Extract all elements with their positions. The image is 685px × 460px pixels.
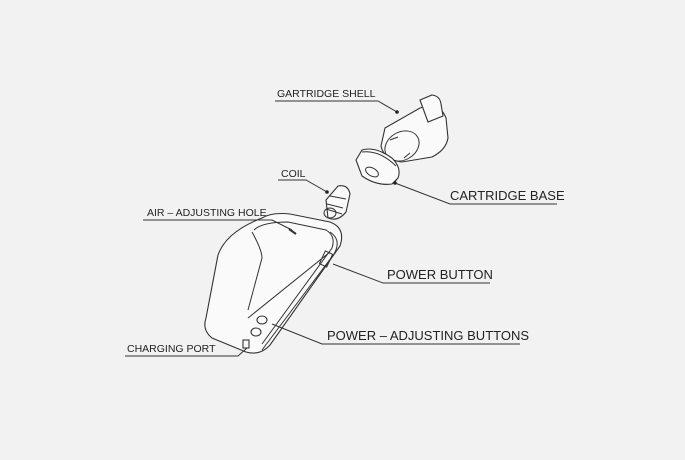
- power-adjust-button-down: [250, 327, 262, 337]
- label-coil: COIL: [281, 168, 306, 180]
- cartridge-base: [355, 148, 400, 185]
- charging-port: [242, 339, 250, 349]
- power-adjust-button-up: [256, 315, 268, 325]
- label-cartridge-base: CARTRIDGE BASE: [450, 188, 565, 203]
- label-power-adjusting-buttons: POWER – ADJUSTING BUTTONS: [327, 328, 529, 343]
- coil: [323, 185, 351, 220]
- label-charging-port: CHARGING PORT: [127, 343, 216, 355]
- label-power-button: POWER BUTTON: [387, 267, 493, 282]
- air-hole: [288, 228, 297, 235]
- label-air-adjusting-hole: AIR – ADJUSTING HOLE: [147, 207, 267, 219]
- device-body: [204, 212, 343, 354]
- leader-lines: [125, 100, 557, 357]
- label-cartridge-shell: GARTRIDGE SHELL: [277, 88, 376, 100]
